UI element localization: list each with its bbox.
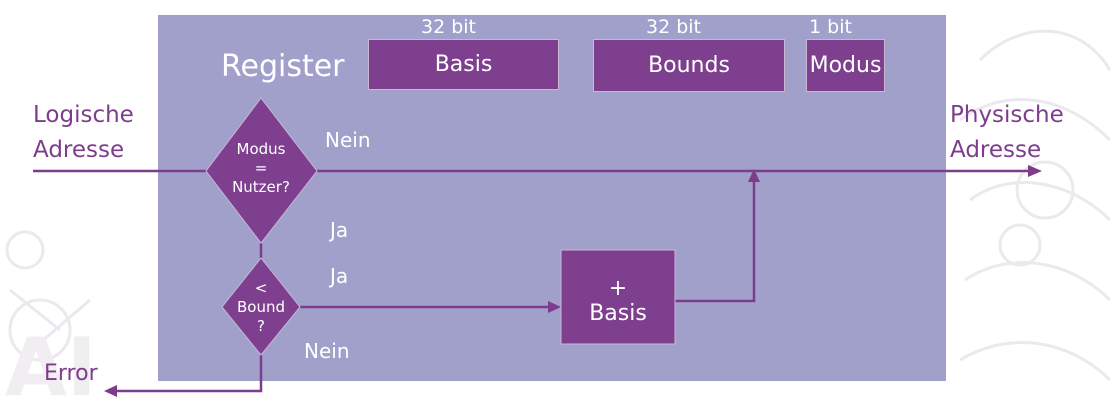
adder-text: + Basis	[561, 276, 675, 326]
basis-width-label: 32 bit	[421, 16, 477, 38]
bounds-register-field: Bounds	[593, 39, 785, 92]
error-line	[115, 355, 263, 393]
mode-check-diamond	[205, 97, 318, 244]
error-label: Error	[44, 361, 98, 386]
mode-no-label: Nein	[325, 128, 371, 152]
output-label-line1: Physische	[950, 102, 1064, 128]
basis-register-field: Basis	[368, 39, 559, 90]
adder-line1: +	[608, 276, 628, 301]
bound-no-label: Nein	[304, 339, 350, 363]
bound-check-text: < Bound ?	[226, 279, 296, 336]
mode-check-line1: Modus	[236, 140, 286, 158]
adder-to-bus-line	[675, 180, 756, 303]
modus-register-label: Modus	[809, 53, 882, 78]
adder-line2: Basis	[589, 301, 647, 326]
basis-register-label: Basis	[434, 52, 493, 77]
bounds-width-label: 32 bit	[646, 16, 702, 38]
mode-check-text: Modus = Nutzer?	[211, 140, 311, 197]
adder-arrowhead	[548, 301, 561, 313]
bound-yes-label: Ja	[330, 264, 349, 288]
adder-box	[560, 249, 676, 345]
mode-check-line3: Nutzer?	[232, 178, 290, 196]
svg-text:AI: AI	[5, 321, 97, 402]
bounds-register-label: Bounds	[648, 53, 730, 78]
input-label-line2: Adresse	[33, 137, 125, 163]
mode-yes-label: Ja	[330, 218, 349, 242]
bound-check-line2: Bound	[236, 298, 285, 316]
bound-check-line3: ?	[257, 317, 265, 335]
error-arrowhead	[104, 385, 117, 397]
output-label-line2: Adresse	[950, 137, 1042, 163]
input-label-line1: Logische	[33, 102, 134, 128]
bound-check-diamond	[221, 257, 301, 356]
modus-register-field: Modus	[806, 39, 885, 92]
output-arrowhead	[1028, 165, 1042, 177]
bus-merge-arrowhead	[748, 169, 760, 182]
register-title: Register	[221, 49, 345, 84]
modus-width-label: 1 bit	[809, 16, 852, 38]
mode-check-line2: =	[254, 159, 268, 177]
bound-check-line1: <	[254, 279, 268, 297]
